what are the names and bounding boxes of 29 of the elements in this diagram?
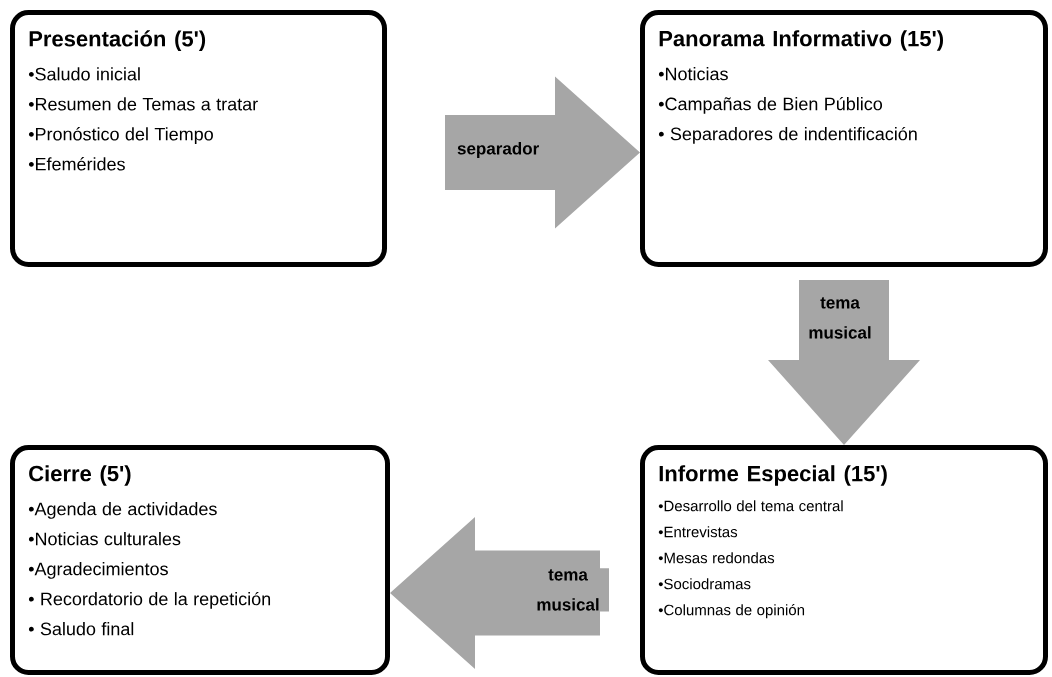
box-heading: Informe Especial (15') <box>659 465 887 486</box>
block-arrow <box>445 76 640 229</box>
bullet-item: •Resumen de Temas a tratar <box>28 97 258 111</box>
bullet-item: •Noticias culturales <box>28 532 181 546</box>
edge-label: separador <box>456 141 539 159</box>
bullet-item: •Sociodramas <box>658 578 751 590</box>
bullet-item: •Agradecimientos <box>28 562 168 579</box>
bullet-item: •Desarrollo del tema central <box>658 500 843 512</box>
box-heading: Cierre (5') <box>29 465 131 486</box>
process-box <box>10 445 390 675</box>
bullet-item: •Noticias <box>658 67 728 81</box>
box-heading: Panorama Informativo (15') <box>659 30 943 51</box>
bullet-item: • Saludo final <box>28 622 134 636</box>
process-box <box>10 10 387 267</box>
bullet-item: •Saludo inicial <box>28 67 140 81</box>
bullet-item: •Mesas redondas <box>658 552 775 564</box>
box-heading: Presentación (5') <box>29 30 206 51</box>
bullet-item: •Columnas de opinión <box>658 604 805 619</box>
edge-label: tema musical <box>527 568 609 612</box>
process-box <box>640 10 1048 267</box>
bullet-item: •Entrevistas <box>658 526 738 538</box>
bullet-item: • Recordatorio de la repetición <box>28 591 271 609</box>
bullet-item: •Pronóstico del Tiempo <box>28 127 213 145</box>
bullet-item: •Campañas de Bien Público <box>658 96 883 114</box>
bullet-item: • Separadores de indentificación <box>658 126 917 144</box>
bullet-item: •Efemérides <box>28 157 125 171</box>
bullet-item: •Agenda de actividades <box>28 502 217 519</box>
process-box <box>640 445 1048 675</box>
edge-label: tema musical <box>799 296 881 340</box>
